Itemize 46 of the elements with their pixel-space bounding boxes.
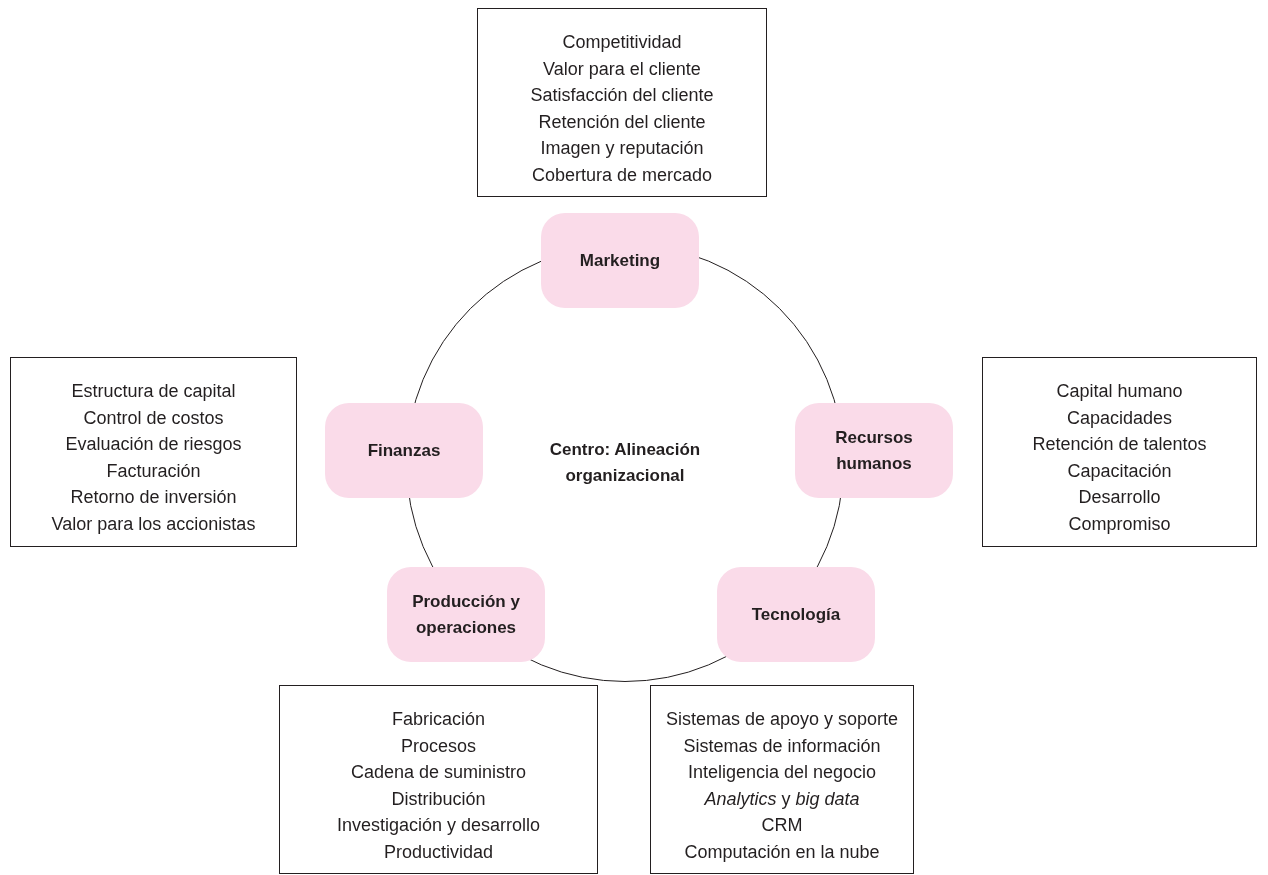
area-box: [387, 567, 545, 662]
list-item: Control de costos: [83, 406, 224, 430]
area-box: [717, 567, 875, 662]
list-item: Satisfacción del cliente: [530, 84, 714, 107]
list-item: Productividad: [383, 840, 494, 864]
area-box: [795, 403, 953, 498]
list-item: CRM: [761, 814, 803, 837]
list-item: Desarrollo: [1078, 486, 1161, 509]
list-box: [982, 357, 1257, 547]
list-item: Fabricación: [391, 708, 485, 731]
list-item: Procesos: [400, 734, 476, 758]
list-box: [10, 357, 297, 547]
list-item: Investigación y desarrollo: [336, 814, 541, 837]
list-box: [477, 8, 767, 197]
list-item: Sistemas de información: [683, 734, 881, 758]
list-item: Inteligencia del negocio: [687, 761, 877, 784]
list-item: Facturación: [106, 459, 201, 483]
list-item: Competitividad: [562, 31, 682, 54]
area-label: Producción y operaciones: [411, 590, 521, 639]
list-box: [279, 685, 598, 874]
center-label: Centro: Alineación organizacional: [548, 439, 702, 487]
list-item: Valor para el cliente: [543, 57, 701, 81]
list-item: Cobertura de mercado: [531, 163, 713, 187]
list-item: Distribución: [391, 787, 486, 811]
list-item: Imagen y reputación: [540, 137, 704, 160]
list-item: Compromiso: [1068, 512, 1171, 536]
area-box: [541, 213, 699, 308]
area-label: Recursos humanos: [834, 426, 914, 475]
area-box: [325, 403, 483, 498]
area-label: Marketing: [579, 249, 661, 272]
list-item: Analytics y big data: [704, 787, 860, 811]
list-item: Capacitación: [1067, 459, 1172, 483]
list-item: Evaluación de riesgos: [65, 433, 242, 456]
list-item: Capital humano: [1056, 380, 1183, 403]
list-item: Estructura de capital: [71, 380, 236, 403]
list-item: Retención del cliente: [538, 110, 706, 134]
list-item: Retención de talentos: [1032, 433, 1207, 456]
list-item: Capacidades: [1066, 406, 1173, 430]
list-item: Cadena de suministro: [350, 761, 527, 784]
list-item: Sistemas de apoyo y soporte: [665, 708, 899, 731]
list-item: Computación en la nube: [684, 840, 880, 864]
list-item: Retorno de inversión: [70, 486, 237, 509]
area-label: Finanzas: [367, 439, 441, 462]
list-box: [650, 685, 914, 874]
list-item: Valor para los accionistas: [51, 512, 256, 536]
area-label: Tecnología: [751, 603, 841, 626]
